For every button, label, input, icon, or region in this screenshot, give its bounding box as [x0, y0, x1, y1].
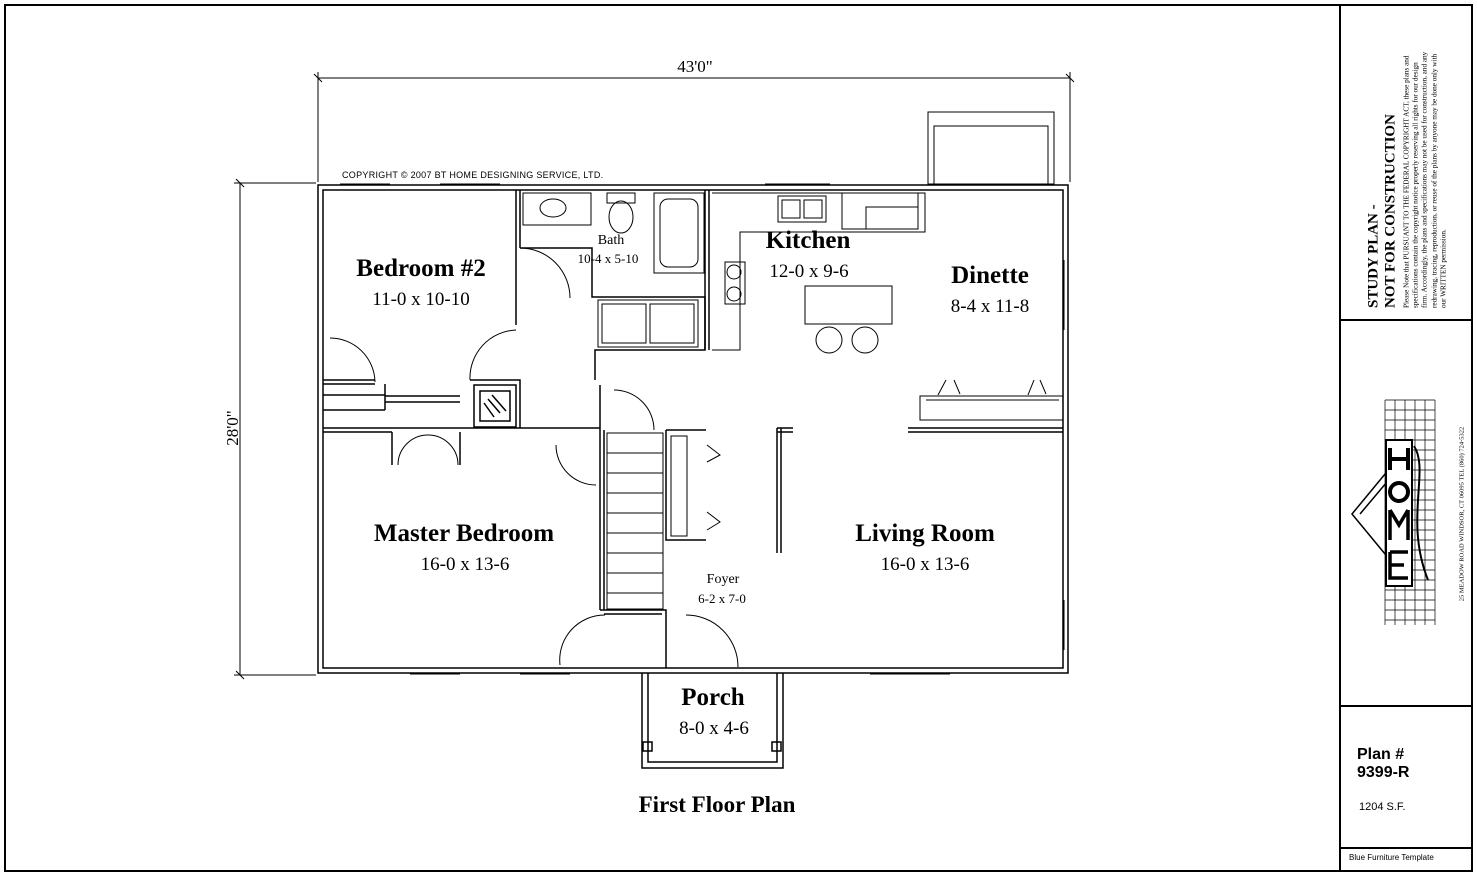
plan-number-block: Plan # 9399-R: [1357, 746, 1409, 782]
copyright-notice: COPYRIGHT © 2007 BT HOME DESIGNING SERVI…: [342, 170, 604, 180]
title-block-frame: [1339, 5, 1472, 871]
company-logo: [1351, 399, 1436, 625]
room-name-porch: Porch: [681, 684, 745, 711]
company-address: 25 MEADOW ROAD WINDSOR, CT 06095 TEL (86…: [1458, 426, 1466, 602]
room-dims-dinette: 8-4 x 11-8: [950, 296, 1030, 317]
room-name-foyer: Foyer: [706, 572, 740, 587]
company-block: [1344, 324, 1470, 702]
room-dims-porch: 8-0 x 4-6: [679, 718, 749, 739]
kitchen-fixtures: [712, 111, 1055, 354]
study-plan-rotated: STUDY PLAN - NOT FOR CONSTRUCTION Please…: [1365, 48, 1448, 308]
template-note: Blue Furniture Template: [1349, 853, 1434, 862]
study-plan-title: STUDY PLAN - NOT FOR CONSTRUCTION: [1365, 48, 1399, 308]
study-plan-title-line1: STUDY PLAN -: [1365, 204, 1382, 308]
room-dims-kitchen: 12-0 x 9-6: [769, 261, 849, 282]
room-dims-master-bedroom: 16-0 x 13-6: [420, 554, 510, 575]
sheet-border: [4, 4, 1473, 872]
room-dims-living-room: 16-0 x 13-6: [880, 554, 970, 575]
dinette-builtins: [919, 379, 1064, 421]
porch: [641, 673, 784, 769]
windows: [340, 183, 1065, 675]
copyright-act-note: Please Note that PURSUANT TO THE FEDERAL…: [1402, 51, 1448, 308]
stairs: [606, 432, 721, 610]
study-plan-notice: STUDY PLAN - NOT FOR CONSTRUCTION Please…: [1344, 40, 1470, 316]
room-dims-bath: 10-4 x 5-10: [577, 251, 639, 266]
room-dims-foyer: 6-2 x 7-0: [698, 591, 746, 606]
room-name-dinette: Dinette: [951, 262, 1029, 289]
square-footage: 1204 S.F.: [1359, 801, 1406, 813]
overall-depth-label: 28'0": [223, 410, 242, 446]
plan-title: First Floor Plan: [638, 792, 796, 817]
overall-width-label: 43'0": [677, 57, 713, 76]
room-name-bedroom2: Bedroom #2: [356, 255, 486, 282]
exterior-walls: [317, 184, 1069, 674]
plan-number-label: Plan #: [1357, 746, 1405, 763]
study-plan-title-line2: NOT FOR CONSTRUCTION: [1382, 114, 1399, 308]
interior-walls: [323, 190, 1063, 668]
room-name-bath: Bath: [597, 233, 625, 248]
room-name-living-room: Living Room: [855, 520, 995, 547]
door-swings: [329, 247, 739, 668]
dimension-lines: [234, 72, 1075, 680]
room-name-kitchen: Kitchen: [765, 227, 851, 254]
room-dims-bedroom2: 11-0 x 10-10: [372, 289, 470, 310]
bath-fixtures: [522, 192, 705, 348]
room-name-master-bedroom: Master Bedroom: [373, 520, 555, 547]
plan-number: 9399-R: [1357, 764, 1410, 781]
